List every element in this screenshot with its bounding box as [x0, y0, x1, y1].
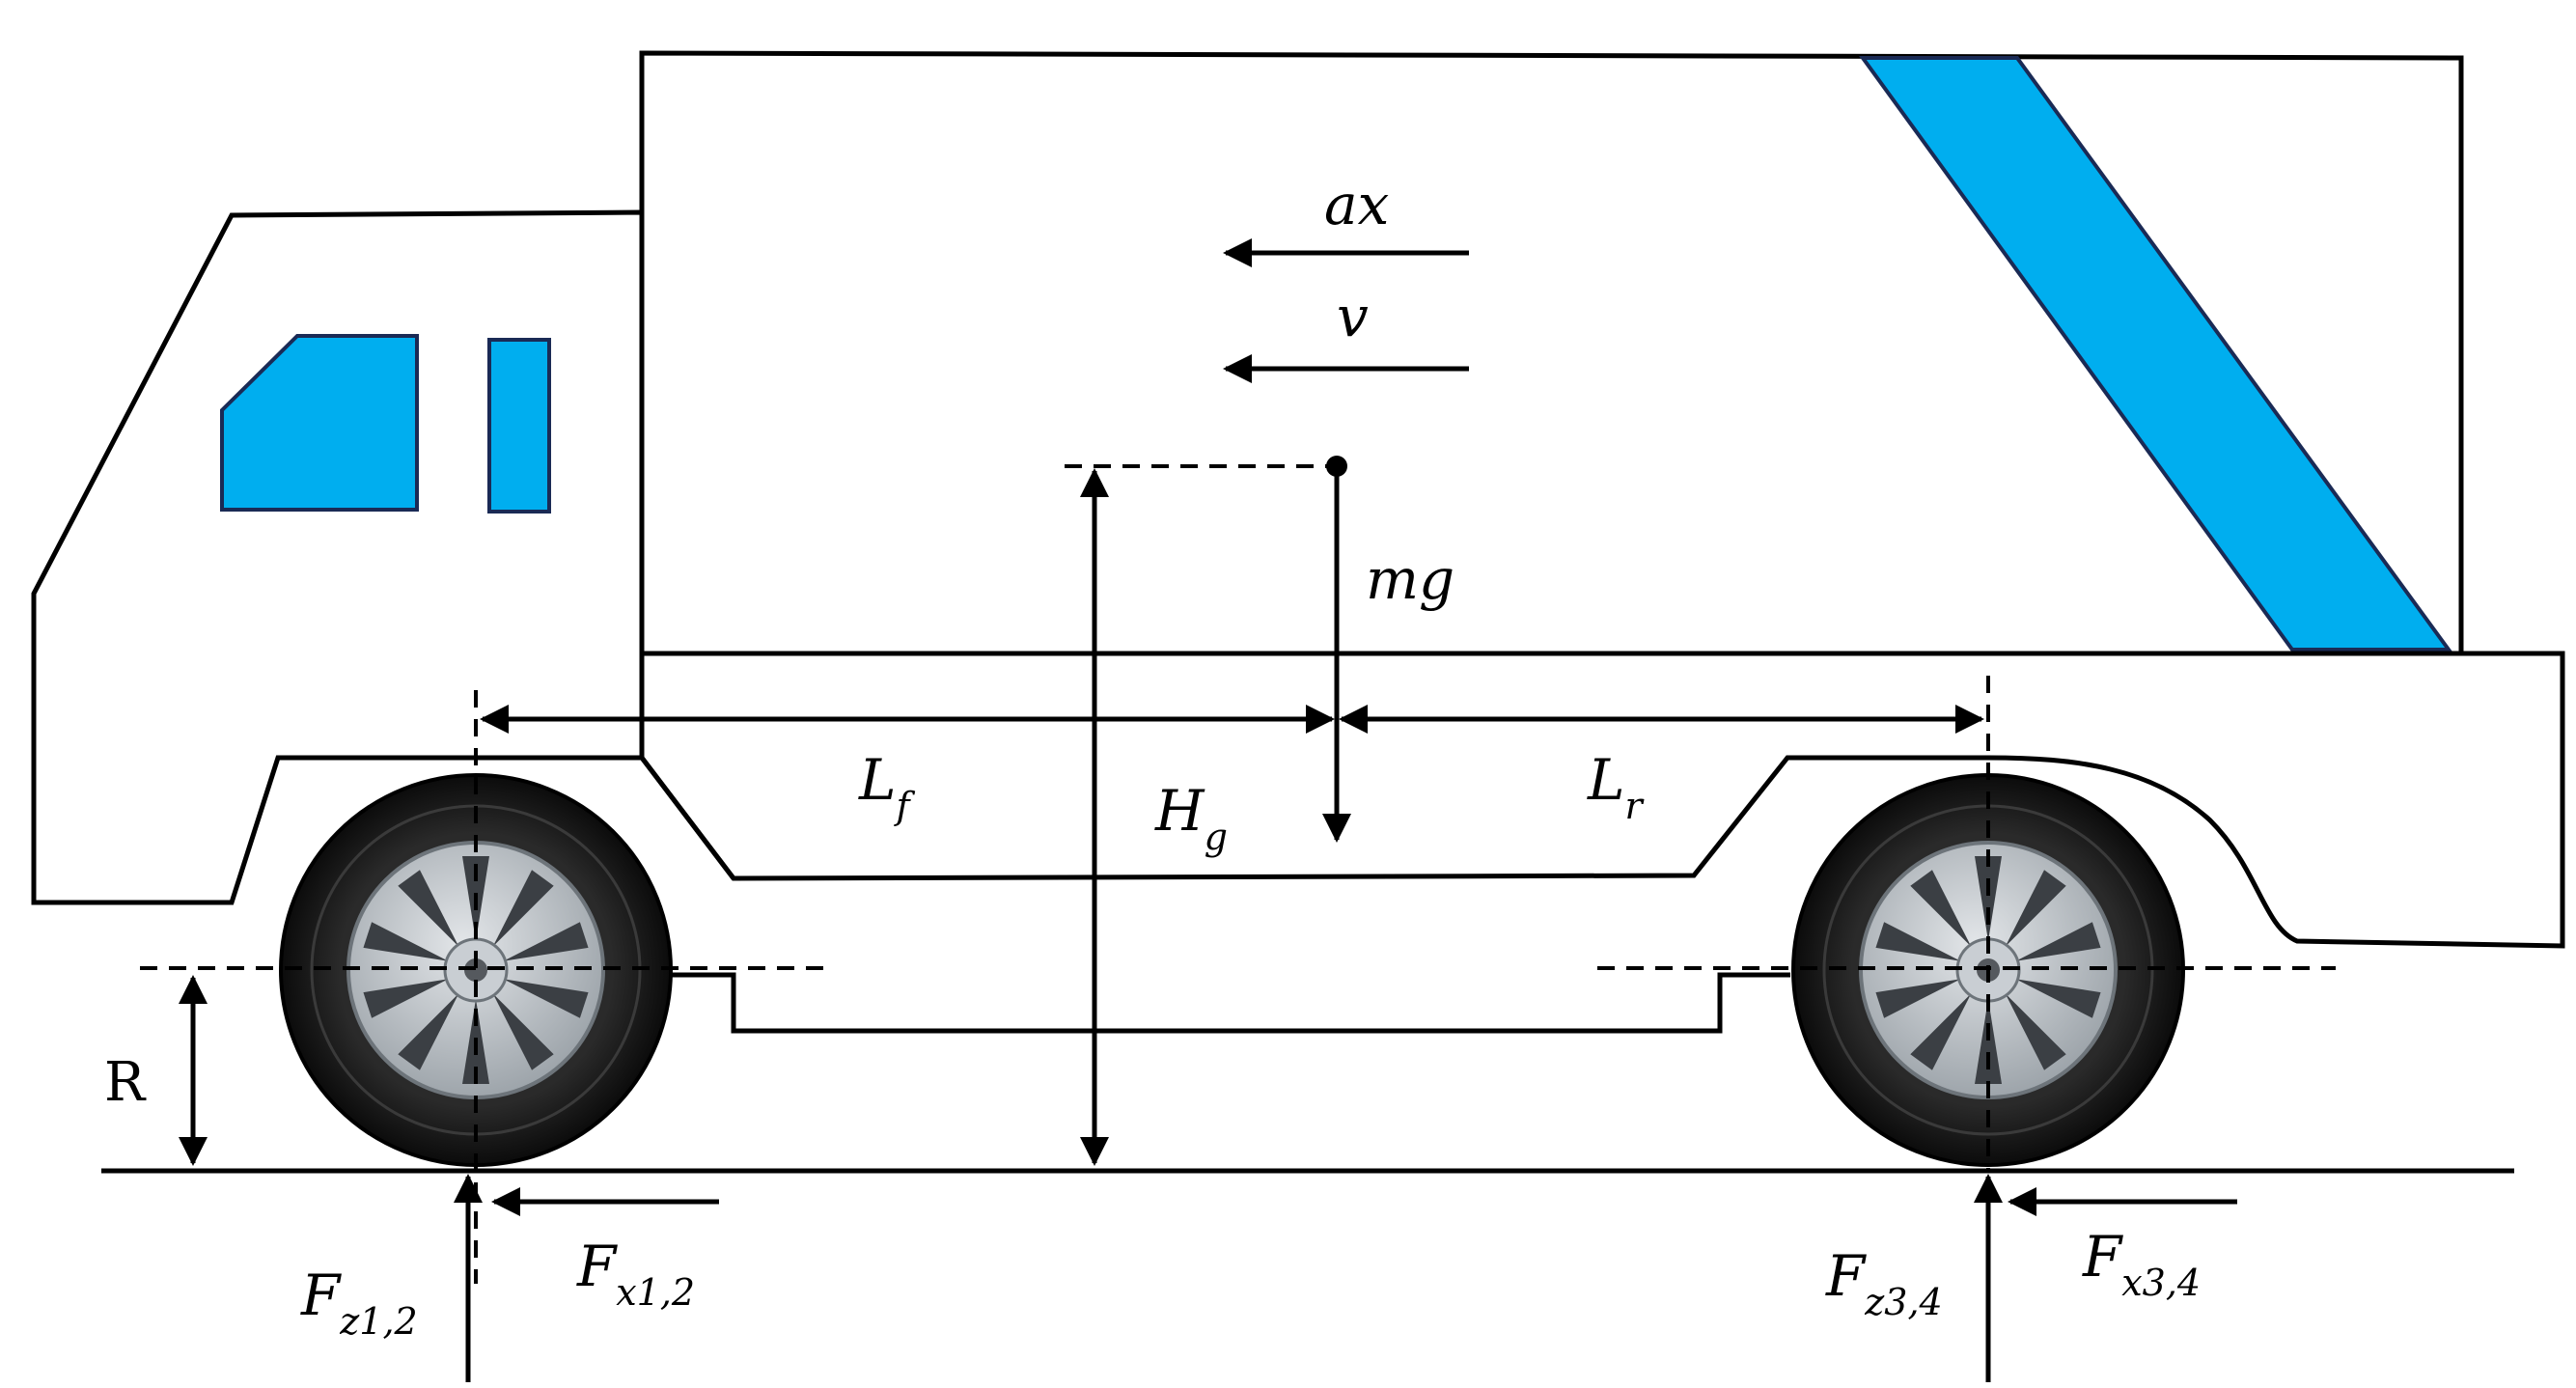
rear-distance-label: Lr: [1587, 747, 1646, 827]
cab-side-window: [487, 338, 551, 514]
wheel-radius-label: R: [104, 1051, 147, 1114]
frame-rail: [656, 972, 1790, 1034]
rear-normal-force-label: Fz3,4: [1825, 1243, 1943, 1323]
front-longitudinal-force-label: Fx1,2: [576, 1234, 695, 1314]
cg-height-label: Hg: [1154, 778, 1228, 858]
front-wheel-arch: [278, 755, 735, 880]
weight-label: mg: [1366, 546, 1454, 612]
cargo-stripe: [1859, 56, 2452, 652]
rear-longitudinal-force-label: Fx3,4: [2082, 1224, 2201, 1304]
acceleration-label: ax: [1324, 172, 1389, 237]
velocity-label: v: [1337, 284, 1369, 349]
cab-window: [220, 334, 419, 512]
front-normal-force-label: Fz1,2: [300, 1263, 418, 1343]
